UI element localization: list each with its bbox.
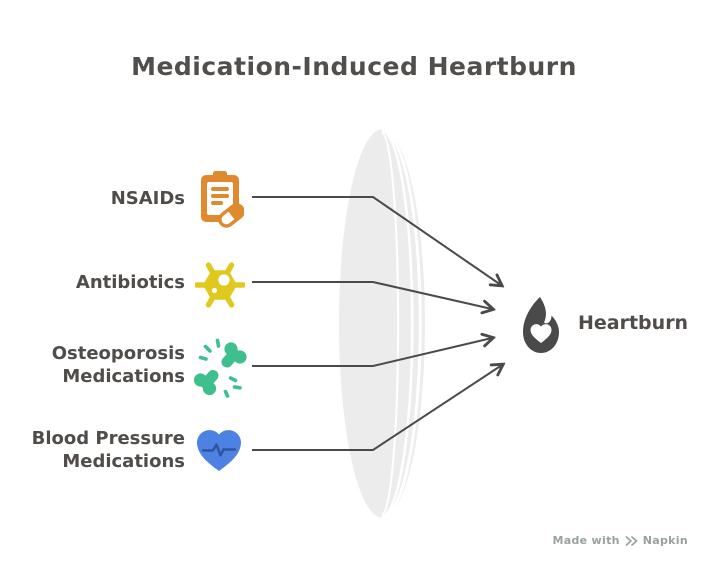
heart-pulse-icon [197,430,241,471]
label-antibiotics: Antibiotics [75,272,185,293]
page-title: Medication-Induced Heartburn [131,52,577,81]
virus-icon [195,262,245,308]
flame-heart-icon [523,297,559,353]
broken-bone-icon [193,338,247,398]
watermark: Made with Napkin [553,534,689,547]
arrow-blood-pressure-to-heartburn [252,365,502,451]
clipboard-pill-icon [201,171,244,228]
arrow-nsaids-to-heartburn [252,196,501,285]
label-heartburn: Heartburn [578,312,689,334]
watermark-brand: Napkin [642,534,688,547]
watermark-prefix: Made with [552,534,620,547]
napkin-logo-icon [625,535,638,546]
arrow-osteoporosis-to-heartburn [252,338,492,367]
label-nsaids: NSAIDs [110,188,185,209]
label-osteoporosis-medications: Osteoporosis Medications [51,343,185,388]
label-blood-pressure-medications: Blood Pressure Medications [31,428,185,473]
lens-shape [339,128,425,519]
arrow-antibiotics-to-heartburn [252,281,492,309]
